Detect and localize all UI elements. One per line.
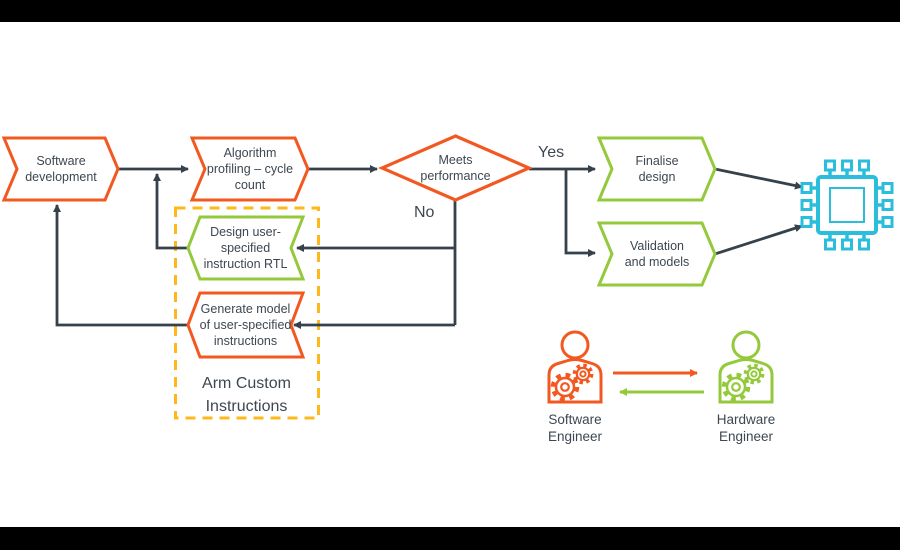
node-generate-model: Generate model of user-specified instruc… (186, 291, 306, 359)
node-design-user-specified-instruction-rtl: Design user- specified instruction RTL (186, 215, 306, 281)
connector-finalise-to-chip (714, 167, 803, 190)
diagram-canvas: Software development Algorithm profiling… (0, 22, 900, 527)
letterbox-bottom (0, 527, 900, 550)
hardware-engineer-label: Hardware Engineer (716, 412, 776, 444)
node-label: Algorithm profiling – cycle count (206, 145, 294, 193)
node-label: Validation and models (624, 238, 690, 269)
branch-label-no: No (414, 204, 435, 221)
diagram-artwork (53, 159, 894, 420)
flow-connectors (53, 165, 803, 329)
software-engineer-icon (549, 332, 601, 402)
connector-validation-to-chip (714, 224, 803, 256)
node-meets-performance: Meets performance (377, 134, 534, 202)
arm-custom-instructions-group-border (174, 206, 320, 420)
branch-label-yes: Yes (538, 144, 565, 161)
node-algorithm-profiling: Algorithm profiling – cycle count (189, 136, 310, 202)
arm-custom-instructions-label: Arm Custom Instructions (202, 375, 291, 416)
connector-design-rtl-feedback (153, 173, 188, 250)
letterbox-top (0, 0, 900, 22)
connector-yes-to-validation (564, 169, 596, 257)
connector-generate-model-feedback (53, 204, 188, 327)
node-finalise-design: Finalise design (596, 136, 717, 202)
node-validation-and-models: Validation and models (596, 221, 717, 287)
node-software-development: Software development (1, 136, 120, 202)
software-engineer-label: Software Engineer (547, 412, 603, 444)
processor-chip-icon (800, 159, 894, 251)
node-label: Generate model of user-specified instruc… (199, 301, 292, 349)
hardware-engineer-icon (720, 332, 772, 402)
node-label: Software development (25, 153, 97, 184)
node-label: Finalise design (635, 153, 679, 184)
node-label: Meets performance (420, 152, 491, 183)
node-label: Design user- specified instruction RTL (203, 224, 288, 272)
